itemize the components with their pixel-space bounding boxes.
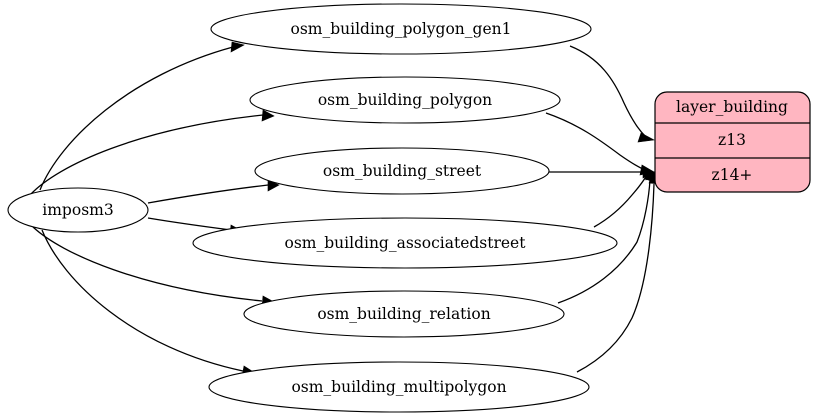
node-osm_building_polygon[interactable]: osm_building_polygon: [249, 76, 561, 124]
edge-imposm3-to-osm_building_polygon_gen1: [39, 41, 245, 191]
edge-imposm3-to-osm_building_street: [147, 179, 280, 204]
layer-building-row-z13[interactable]: z13: [718, 131, 746, 149]
node-osm_building_multipolygon-label: osm_building_multipolygon: [291, 378, 506, 396]
node-osm_building_polygon_gen1[interactable]: osm_building_polygon_gen1: [210, 3, 592, 55]
node-imposm3[interactable]: imposm3: [7, 187, 149, 233]
layer-building-title: layer_building: [676, 98, 788, 116]
edge-group-tables-to-layer: [545, 45, 660, 373]
layer-building-row-z14[interactable]: z14+: [712, 166, 753, 184]
edge-osm_building_associatedstreet-to-layer_building-z14: [593, 171, 655, 228]
edge-osm_building_polygon-to-layer_building-z14: [545, 112, 655, 176]
node-osm_building_street-label: osm_building_street: [323, 162, 482, 180]
layer-building-body[interactable]: [654, 91, 811, 193]
node-osm_building_associatedstreet-label: osm_building_associatedstreet: [285, 234, 527, 252]
node-layer_building[interactable]: layer_building z13 z14+: [654, 91, 811, 193]
edge-osm_building_street-to-layer_building-z14: [549, 166, 655, 179]
node-osm_building_multipolygon[interactable]: osm_building_multipolygon: [208, 361, 590, 413]
node-osm_building_associatedstreet[interactable]: osm_building_associatedstreet: [192, 217, 618, 269]
node-osm_building_polygon_gen1-label: osm_building_polygon_gen1: [291, 20, 512, 38]
node-osm_building_relation-label: osm_building_relation: [317, 305, 490, 323]
node-imposm3-label: imposm3: [42, 201, 113, 219]
edge-imposm3-to-osm_building_polygon: [29, 109, 275, 196]
edge-osm_building_multipolygon-to-layer_building-z14: [576, 171, 660, 373]
edge-osm_building_polygon_gen1-to-layer_building-z13: [569, 45, 655, 143]
node-osm_building_polygon-label: osm_building_polygon: [318, 91, 492, 109]
node-osm_building_street[interactable]: osm_building_street: [254, 147, 550, 195]
node-osm_building_relation[interactable]: osm_building_relation: [243, 290, 565, 338]
